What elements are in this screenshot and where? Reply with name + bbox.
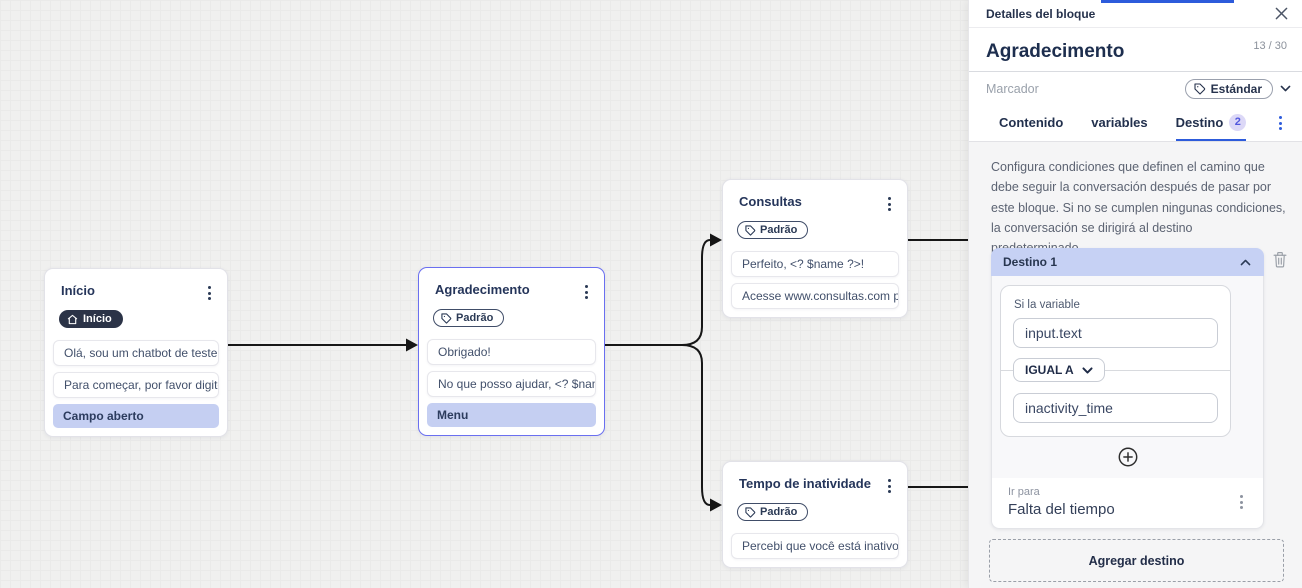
message-row[interactable]: Acesse www.consultas.com par... — [731, 282, 899, 309]
home-icon — [67, 314, 78, 324]
marker-label: Marcador — [986, 81, 1039, 96]
action-row-campo-aberto[interactable]: Campo aberto — [53, 403, 219, 428]
message-row[interactable]: Olá, sou um chatbot de teste! — [53, 339, 219, 366]
tab-label: Destino — [1175, 114, 1224, 130]
close-icon[interactable] — [1275, 7, 1288, 20]
action-row-menu[interactable]: Menu — [427, 402, 596, 427]
flow-node-inicio[interactable]: Início Início Olá, sou um chatbot de tes… — [44, 268, 228, 437]
node-title: Agradecimento — [435, 282, 530, 297]
tabs-menu-icon[interactable] — [1273, 113, 1288, 133]
tag-icon — [745, 224, 756, 236]
destination-description: Configura condiciones que definen el cam… — [991, 160, 1286, 255]
message-row[interactable]: Percebi que você está inativo. C... — [731, 532, 899, 559]
destination-card-header[interactable]: Destino 1 — [991, 248, 1264, 276]
condition-label: Si la variable — [1014, 299, 1080, 311]
arrowhead — [710, 233, 722, 247]
badge-label: Padrão — [456, 312, 494, 324]
condition-divider — [1001, 370, 1230, 371]
tab-contenido[interactable]: Contenido — [999, 105, 1063, 141]
tag-icon — [1194, 82, 1205, 95]
add-destination-button[interactable]: Agregar destino — [989, 539, 1284, 582]
tab-label: variables — [1091, 114, 1148, 130]
node-menu-icon[interactable] — [202, 283, 217, 303]
badge-label: Padrão — [760, 224, 798, 236]
flow-node-tempo-inatividade[interactable]: Tempo de inatividade Padrão Percebi que … — [722, 461, 908, 568]
marker-chip[interactable]: Estándar — [1184, 78, 1273, 99]
node-menu-icon[interactable] — [882, 476, 897, 496]
variable-input[interactable] — [1013, 318, 1218, 348]
block-name: Agradecimento — [986, 40, 1125, 62]
delete-destination-icon[interactable] — [1272, 251, 1288, 268]
destination-card: Destino 1 Si la variable IGUAL A — [991, 248, 1264, 529]
chevron-down-icon[interactable] — [1279, 82, 1292, 95]
operator-select[interactable]: IGUAL A — [1013, 358, 1105, 382]
tag-icon — [745, 506, 756, 518]
goto-menu-icon[interactable] — [1234, 492, 1249, 512]
panel-tabs: Contenido variables Destino 2 — [969, 105, 1302, 142]
badge-label: Início — [83, 313, 112, 325]
node-title: Tempo de inatividade — [739, 476, 871, 491]
marker-badge: Padrão — [737, 503, 809, 521]
compare-value-input[interactable] — [1013, 393, 1218, 423]
message-row[interactable]: Perfeito, <? $name ?>! — [731, 250, 899, 277]
marker-chip-label: Estándar — [1210, 81, 1262, 96]
add-condition-icon[interactable] — [1117, 446, 1139, 468]
message-row[interactable]: No que posso ajudar, <? $name ... — [427, 370, 596, 397]
destination-title: Destino 1 — [1003, 255, 1058, 269]
flow-node-agradecimento[interactable]: Agradecimento Padrão Obrigado! No que po… — [418, 267, 605, 436]
tab-variables[interactable]: variables — [1091, 105, 1147, 141]
goto-label: Ir para — [1008, 486, 1040, 498]
destino-count-badge: 2 — [1229, 113, 1247, 131]
panel-title: Detalles del bloque — [986, 6, 1096, 21]
top-accent-bar — [1101, 0, 1234, 3]
edge-agradecimento-split — [604, 239, 711, 346]
chevron-up-icon[interactable] — [1239, 256, 1252, 269]
goto-row[interactable]: Ir para Falta del tiempo — [992, 478, 1263, 528]
operator-label: IGUAL A — [1025, 363, 1074, 377]
marker-badge: Padrão — [737, 221, 809, 239]
node-title: Início — [61, 283, 95, 298]
block-details-panel: Detalles del bloque Agradecimento 13 / 3… — [968, 0, 1302, 588]
marker-badge: Padrão — [433, 309, 505, 327]
flow-node-consultas[interactable]: Consultas Padrão Perfeito, <? $name ?>! … — [722, 179, 908, 318]
message-row[interactable]: Obrigado! — [427, 338, 596, 365]
edge-agradecimento-tempo — [681, 344, 711, 506]
node-menu-icon[interactable] — [579, 282, 594, 302]
message-row[interactable]: Para começar, por favor digite o ... — [53, 371, 219, 398]
condition-box: Si la variable IGUAL A — [1000, 285, 1231, 437]
goto-value: Falta del tiempo — [1008, 501, 1115, 518]
tab-destino[interactable]: Destino 2 — [1175, 105, 1247, 141]
arrowhead — [710, 498, 722, 512]
char-counter: 13 / 30 — [1253, 40, 1287, 52]
badge-label: Padrão — [760, 506, 798, 518]
node-menu-icon[interactable] — [882, 194, 897, 214]
start-badge: Início — [59, 310, 123, 328]
tag-icon — [441, 312, 452, 324]
node-title: Consultas — [739, 194, 802, 209]
arrowhead — [406, 338, 418, 352]
chevron-down-icon — [1082, 366, 1093, 374]
tab-label: Contenido — [999, 114, 1064, 130]
